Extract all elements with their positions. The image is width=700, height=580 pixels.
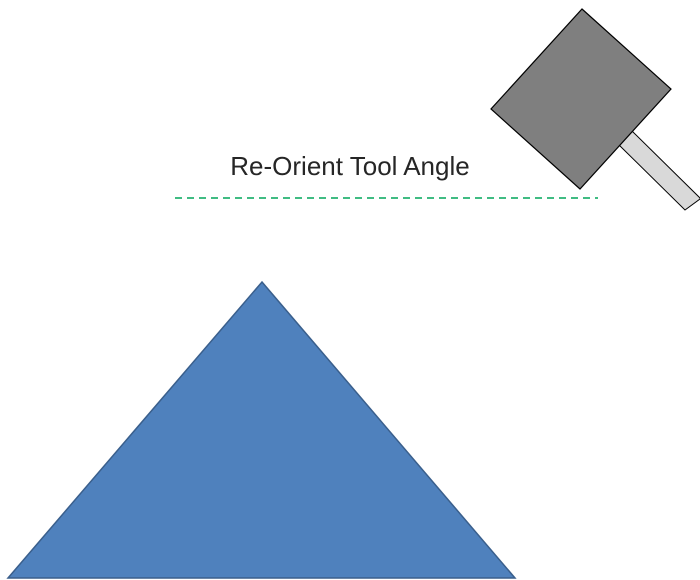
tool-head: [490, 8, 672, 190]
diagram-label: Re-Orient Tool Angle: [230, 151, 469, 181]
workpiece-triangle: [6, 280, 517, 579]
tool-handle: [616, 130, 700, 211]
tool: [490, 8, 700, 211]
